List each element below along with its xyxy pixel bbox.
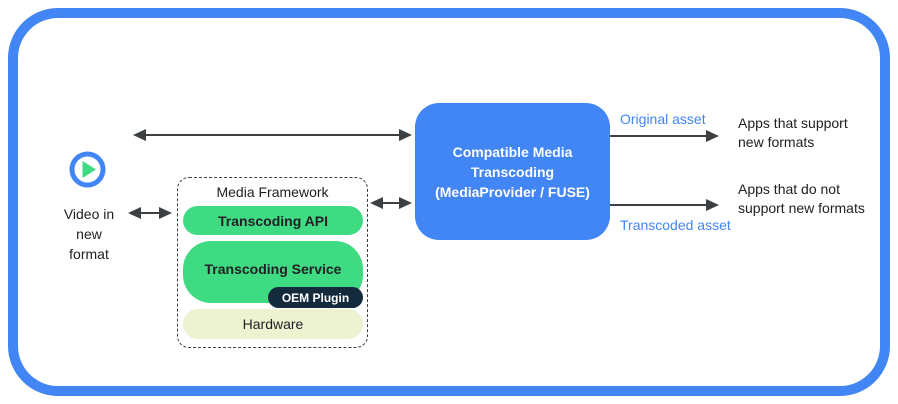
transcoded-asset-label: Transcoded asset bbox=[620, 217, 731, 233]
media-framework-title: Media Framework bbox=[216, 184, 329, 200]
video-source-label: Video in new format bbox=[63, 206, 115, 262]
arrow-original-asset bbox=[610, 130, 719, 142]
apps-no-support-label: Apps that do not support new formats bbox=[738, 181, 865, 216]
hardware-pill: Hardware bbox=[183, 309, 363, 339]
transcoding-api-pill: Transcoding API bbox=[183, 206, 363, 235]
compatible-media-transcoding-box: Compatible Media Transcoding (MediaProvi… bbox=[415, 103, 610, 240]
media-framework-box: Media Framework Transcoding API Transcod… bbox=[177, 177, 368, 348]
transcoding-service-pill: Transcoding Service bbox=[183, 241, 363, 303]
apps-support-label: Apps that support new formats bbox=[738, 115, 848, 150]
arrow-source-transcoder bbox=[133, 129, 412, 141]
arrow-transcoded-asset bbox=[610, 199, 719, 211]
arrow-video-framework bbox=[128, 207, 172, 219]
diagram-frame bbox=[8, 8, 890, 396]
play-circle-icon bbox=[69, 151, 106, 188]
oem-plugin-pill: OEM Plugin bbox=[268, 287, 363, 308]
original-asset-label: Original asset bbox=[620, 111, 706, 127]
arrow-framework-transcoder bbox=[370, 197, 412, 209]
